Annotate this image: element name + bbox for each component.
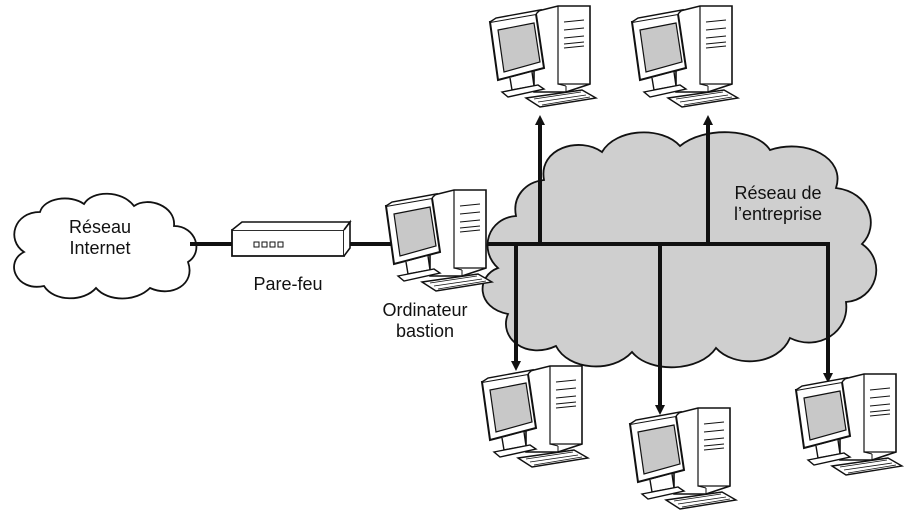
internet-cloud-icon [13, 192, 198, 300]
firewall-label-text: Pare-feu [253, 274, 323, 294]
internet-label-line2: Internet [69, 238, 131, 258]
bastion-label: Ordinateur bastion [365, 300, 485, 342]
bastion-computer-icon [385, 189, 493, 292]
enterprise-cloud-icon [481, 131, 878, 369]
bastion-label-line2: bastion [395, 321, 455, 341]
enterprise-label: Réseau de l’entreprise [718, 183, 838, 225]
bastion-label-line1: Ordinateur [382, 300, 468, 320]
firewall-device-icon [231, 219, 352, 257]
firewall-label: Pare-feu [238, 274, 338, 295]
internet-label: Réseau Internet [40, 217, 160, 259]
enterprise-label-line1: Réseau de [734, 183, 822, 203]
top-left-computer-icon [489, 5, 597, 108]
bottom-right-computer-icon [795, 373, 903, 476]
bottom-left-computer-icon [481, 365, 589, 468]
enterprise-label-line2: l’entreprise [733, 204, 823, 224]
bottom-middle-computer-icon [629, 407, 737, 510]
top-right-computer-icon [631, 5, 739, 108]
internet-label-line1: Réseau [68, 217, 132, 237]
